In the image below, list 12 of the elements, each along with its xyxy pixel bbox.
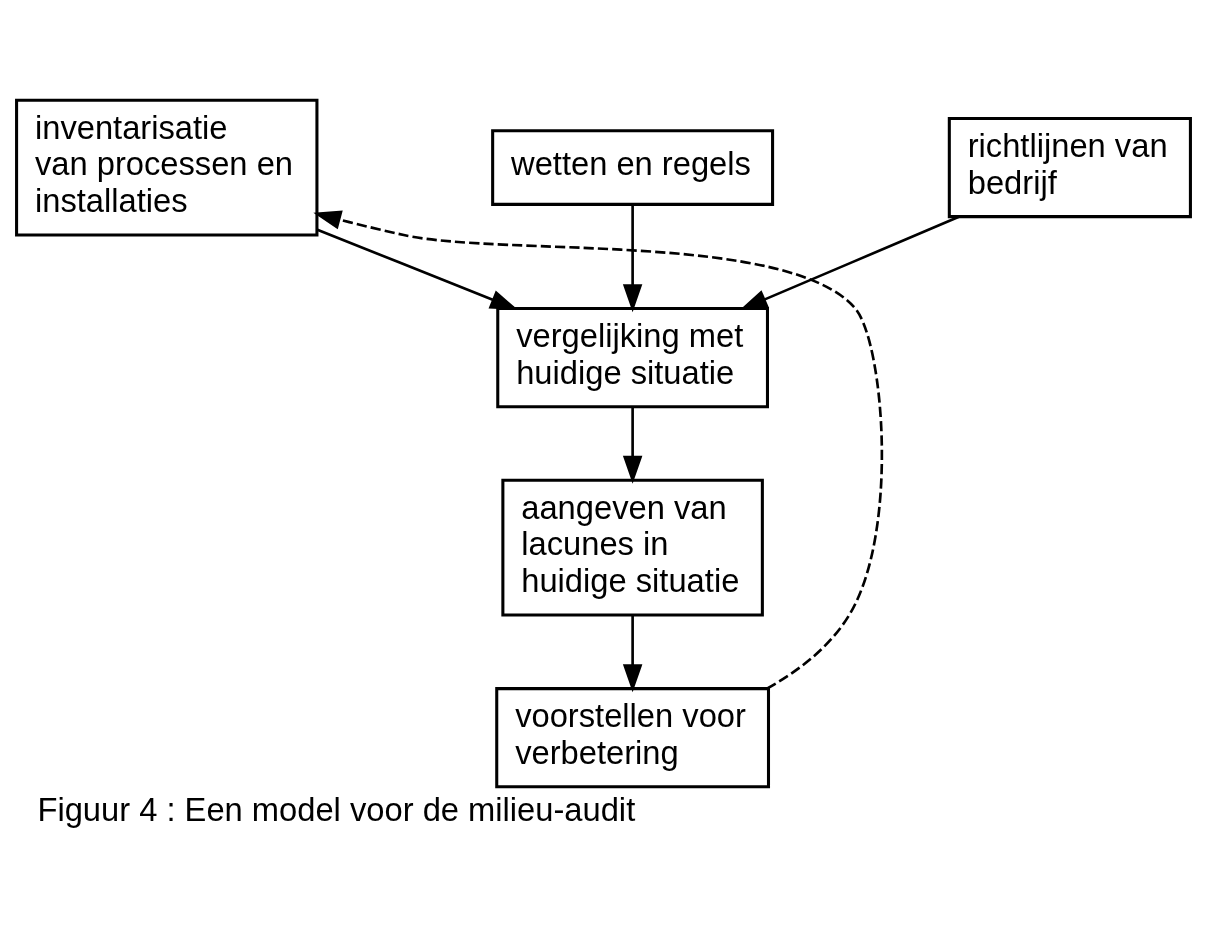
node-box: richtlijnen van bedrijf bbox=[947, 117, 1192, 219]
node-box: aangeven van lacunes in huidige situatie bbox=[501, 478, 764, 617]
node-box: wetten en regels bbox=[491, 129, 775, 206]
arrow bbox=[313, 210, 884, 690]
node-box: vergelijking met huidige situatie bbox=[496, 307, 769, 409]
caption: Figuur 4 : Een model voor de milieu-audit bbox=[37, 791, 636, 829]
node-box: voorstellen voor verbetering bbox=[495, 687, 770, 789]
arrow bbox=[622, 407, 643, 484]
arrow bbox=[622, 204, 643, 313]
arrow bbox=[622, 615, 643, 693]
node-box: inventarisatie van processen en installaties bbox=[15, 98, 319, 237]
arrow bbox=[316, 228, 518, 310]
